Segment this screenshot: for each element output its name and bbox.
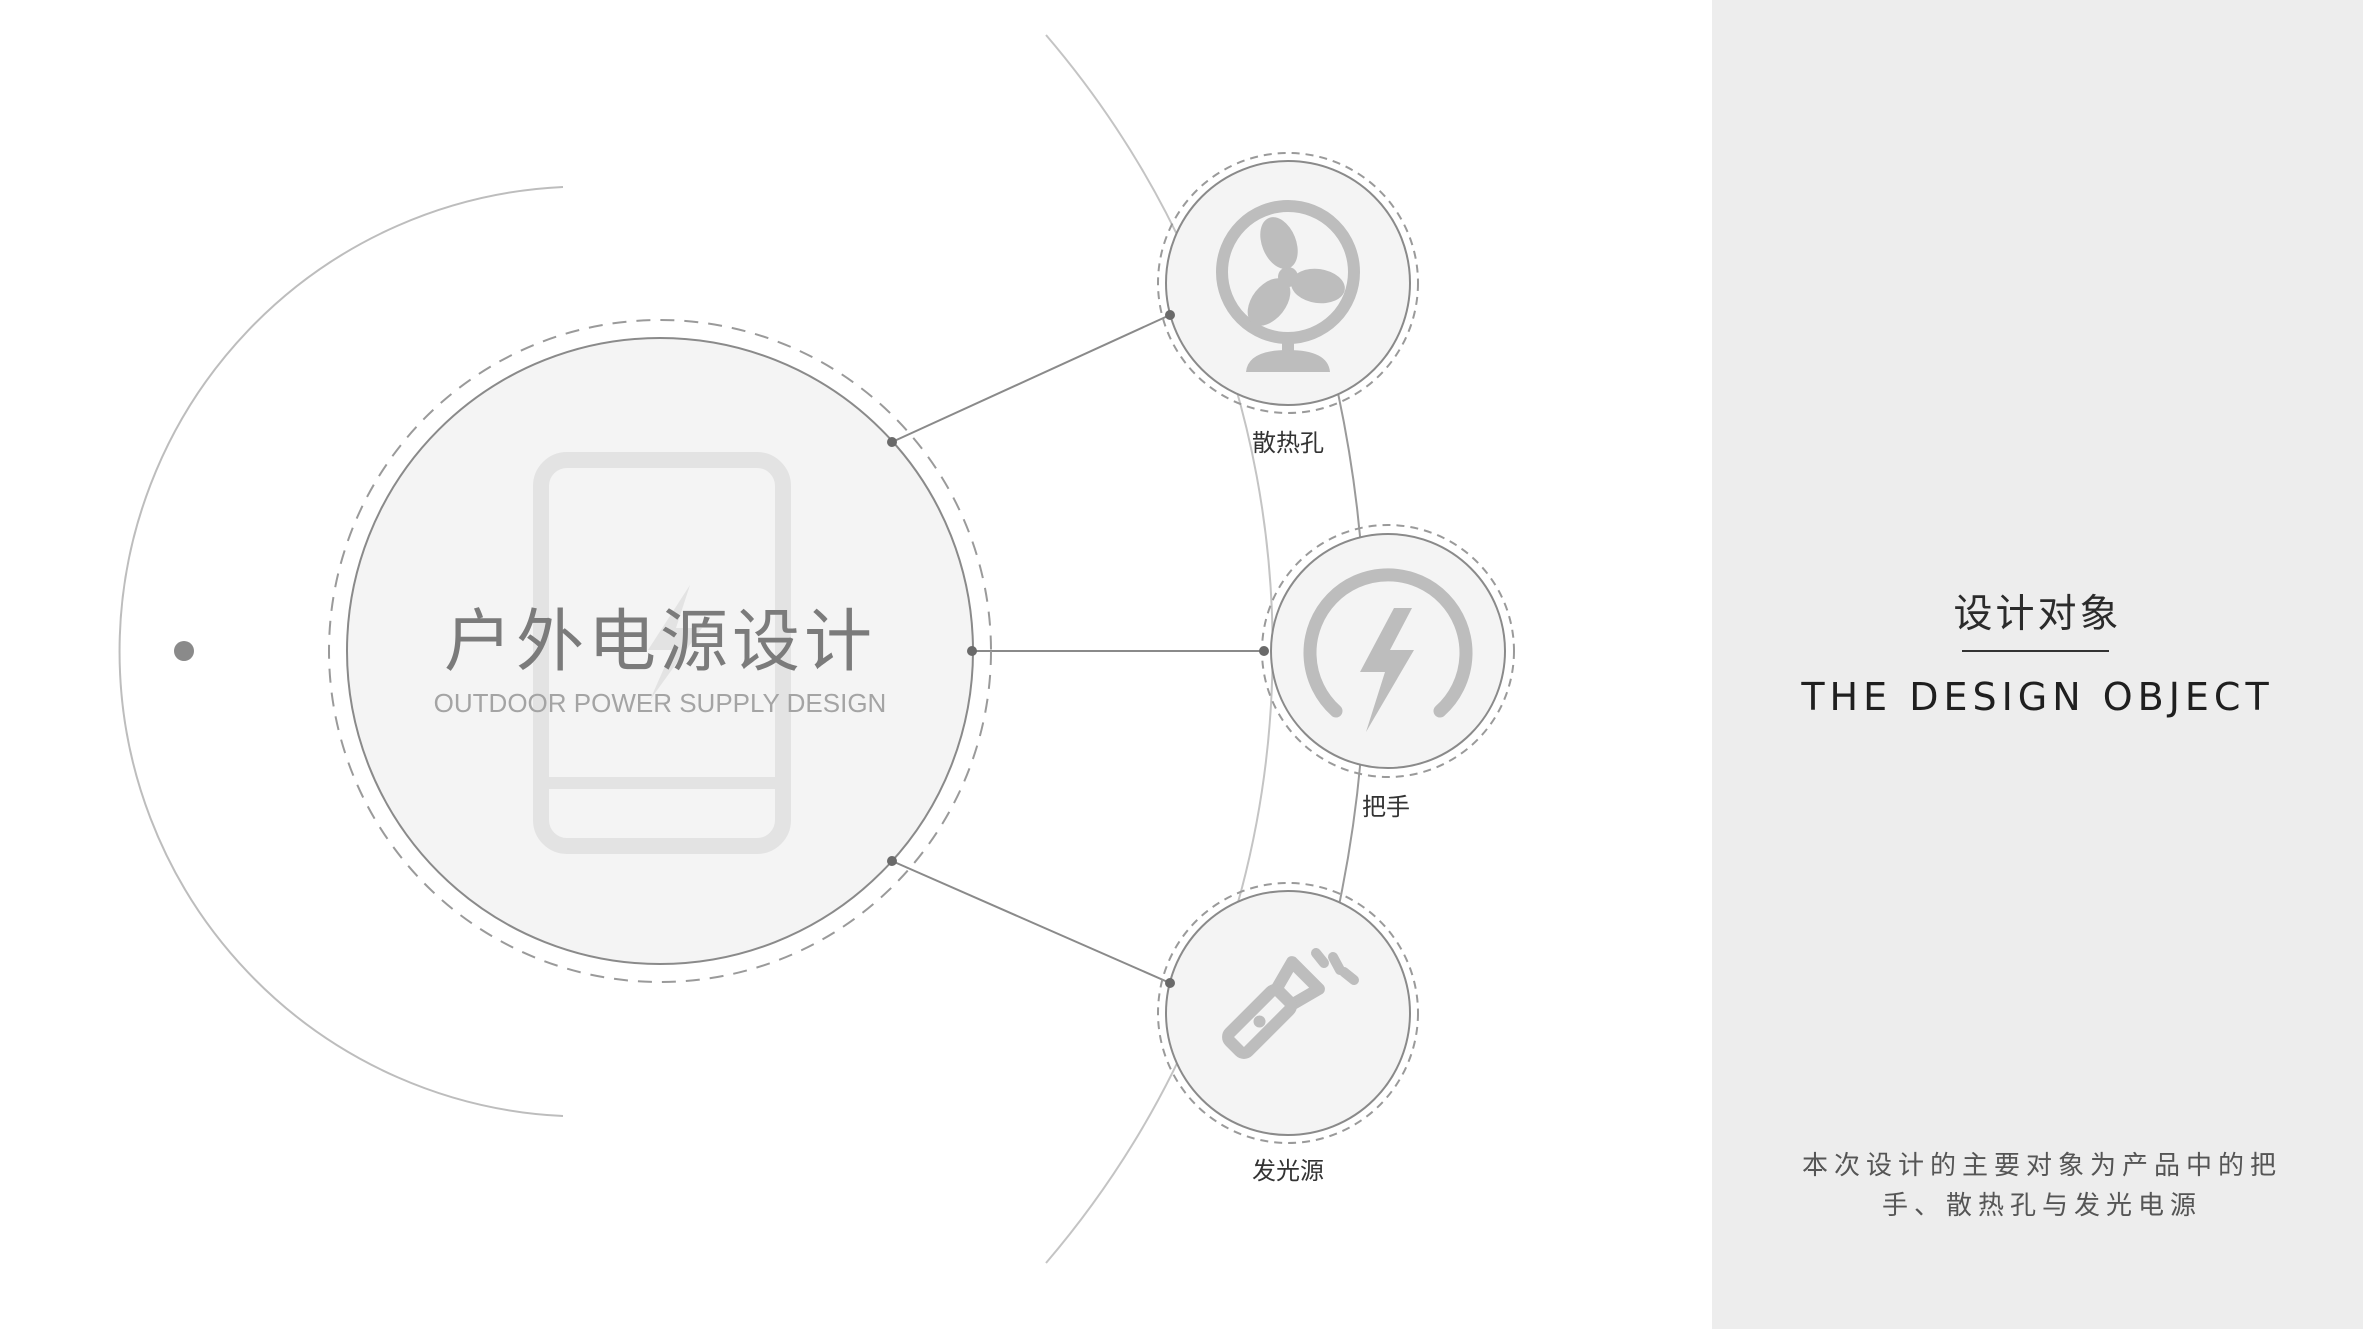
panel-subtitle: THE DESIGN OBJECT xyxy=(1801,675,2274,719)
node-label-handle: 把手 xyxy=(1362,793,1410,821)
center-node xyxy=(328,319,992,983)
design-object-panel: 设计对象 THE DESIGN OBJECT 本次设计的主要对象为产品中的把手、… xyxy=(1712,0,2363,1329)
node-label-light-source: 发光源 xyxy=(1252,1157,1324,1185)
panel-title: 设计对象 xyxy=(1953,592,2122,637)
center-subtitle: OUTDOOR POWER SUPPLY DESIGN xyxy=(433,688,887,718)
connector-dot xyxy=(1165,978,1175,988)
connector-dot xyxy=(967,646,977,656)
connector-bottom xyxy=(891,860,1171,984)
connector-dot xyxy=(887,856,897,866)
outer-arc-left xyxy=(118,186,564,1117)
fan-icon xyxy=(1216,200,1360,372)
node-fan xyxy=(1157,152,1419,414)
lightning-icon xyxy=(1303,568,1473,732)
design-object-diagram xyxy=(118,34,1515,1264)
node-label-vents: 散热孔 xyxy=(1252,429,1324,457)
arc-end-dot xyxy=(174,641,194,661)
panel-divider xyxy=(1962,650,2109,652)
panel-description: 本次设计的主要对象为产品中的把手、散热孔与发光电源 xyxy=(1801,1151,2282,1221)
connector-top xyxy=(891,314,1171,443)
center-title: 户外电源设计 xyxy=(443,603,876,682)
connector-dot xyxy=(1259,646,1269,656)
center-dashed-ring xyxy=(328,319,992,983)
node-dashed-ring xyxy=(1157,882,1419,1144)
node-lightning xyxy=(1261,524,1515,778)
node-flashlight xyxy=(1157,882,1419,1144)
node-dashed-ring xyxy=(1157,152,1419,414)
power-bank-icon xyxy=(533,452,791,854)
flashlight-icon xyxy=(1222,948,1359,1059)
connector-dot xyxy=(1165,310,1175,320)
connector-dot xyxy=(887,437,897,447)
